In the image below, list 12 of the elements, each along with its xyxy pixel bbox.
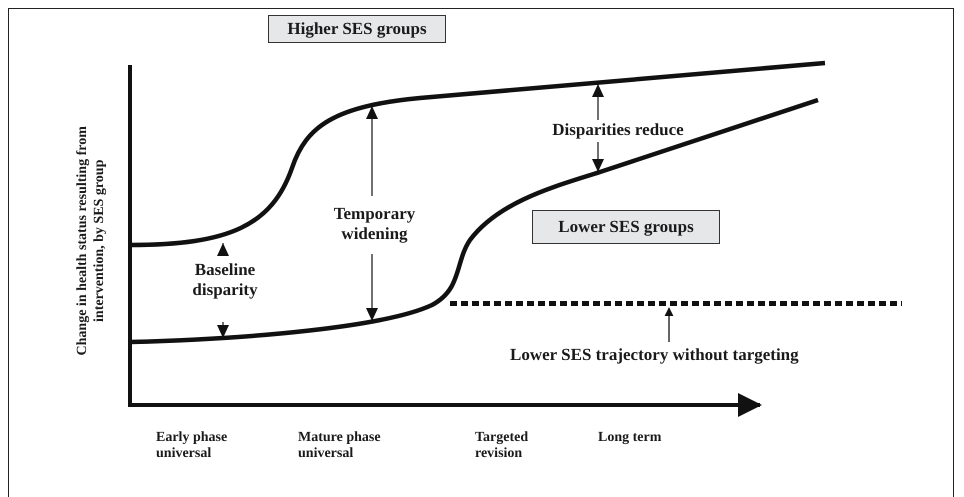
group-label-box: Lower SES groups <box>532 210 720 244</box>
annotation-text: Long term <box>598 430 662 446</box>
axis-title: Change in health status resulting from intervention, by SES group <box>75 125 108 358</box>
annotation-text: Disparities reduce <box>551 120 685 140</box>
annotation-text: Early phase universal <box>156 430 228 462</box>
group-label-box: Higher SES groups <box>268 15 446 43</box>
annotation-text: Baseline disparity <box>191 260 259 300</box>
leader-arrow <box>664 307 674 342</box>
trajectory-note: Lower SES trajectory without targeting <box>510 345 799 365</box>
annotation-text: Mature phase universal <box>298 430 382 462</box>
annotation-text: Temporary widening <box>332 204 416 244</box>
annotation-text: Targeted revision <box>475 430 530 462</box>
